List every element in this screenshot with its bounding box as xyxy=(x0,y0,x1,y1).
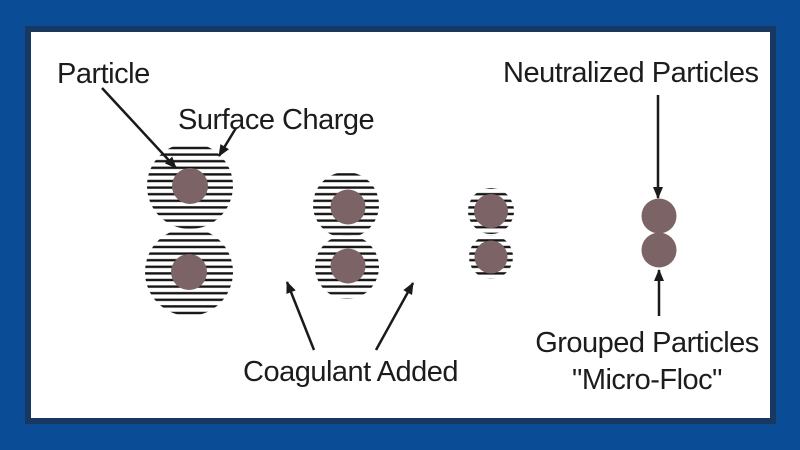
particle-circle xyxy=(641,198,677,234)
grouped-particles-label: Grouped Particles xyxy=(535,327,759,359)
neutralized-particles-label: Neutralized Particles xyxy=(503,57,759,89)
stage-charge-reduced xyxy=(468,188,514,279)
stage-micro-floc xyxy=(641,198,677,268)
particle-callout-arrow xyxy=(101,87,177,169)
coagulant-added-label: Coagulant Added xyxy=(243,356,459,388)
stage-coagulant-added xyxy=(313,172,379,299)
particle-circle xyxy=(330,248,366,284)
coagulant-added-left-arrow xyxy=(285,281,316,351)
surface-charge-callout-arrow xyxy=(217,127,238,157)
coagulant-added-right-arrow xyxy=(374,282,415,351)
stage-charged-particles xyxy=(145,143,233,316)
particle-circle xyxy=(474,240,508,274)
particle-circle xyxy=(330,189,366,225)
surface-charge-label: Surface Charge xyxy=(178,104,375,136)
micro-floc-label: "Micro-Floc" xyxy=(572,364,722,396)
particle-label: Particle xyxy=(57,58,150,90)
particle-circle xyxy=(474,194,508,228)
particle-circle xyxy=(641,232,677,268)
micro-floc-label-block: Grouped Particles "Micro-Floc" xyxy=(497,325,797,399)
particle-circle xyxy=(172,168,208,204)
particle-circle xyxy=(171,254,207,290)
